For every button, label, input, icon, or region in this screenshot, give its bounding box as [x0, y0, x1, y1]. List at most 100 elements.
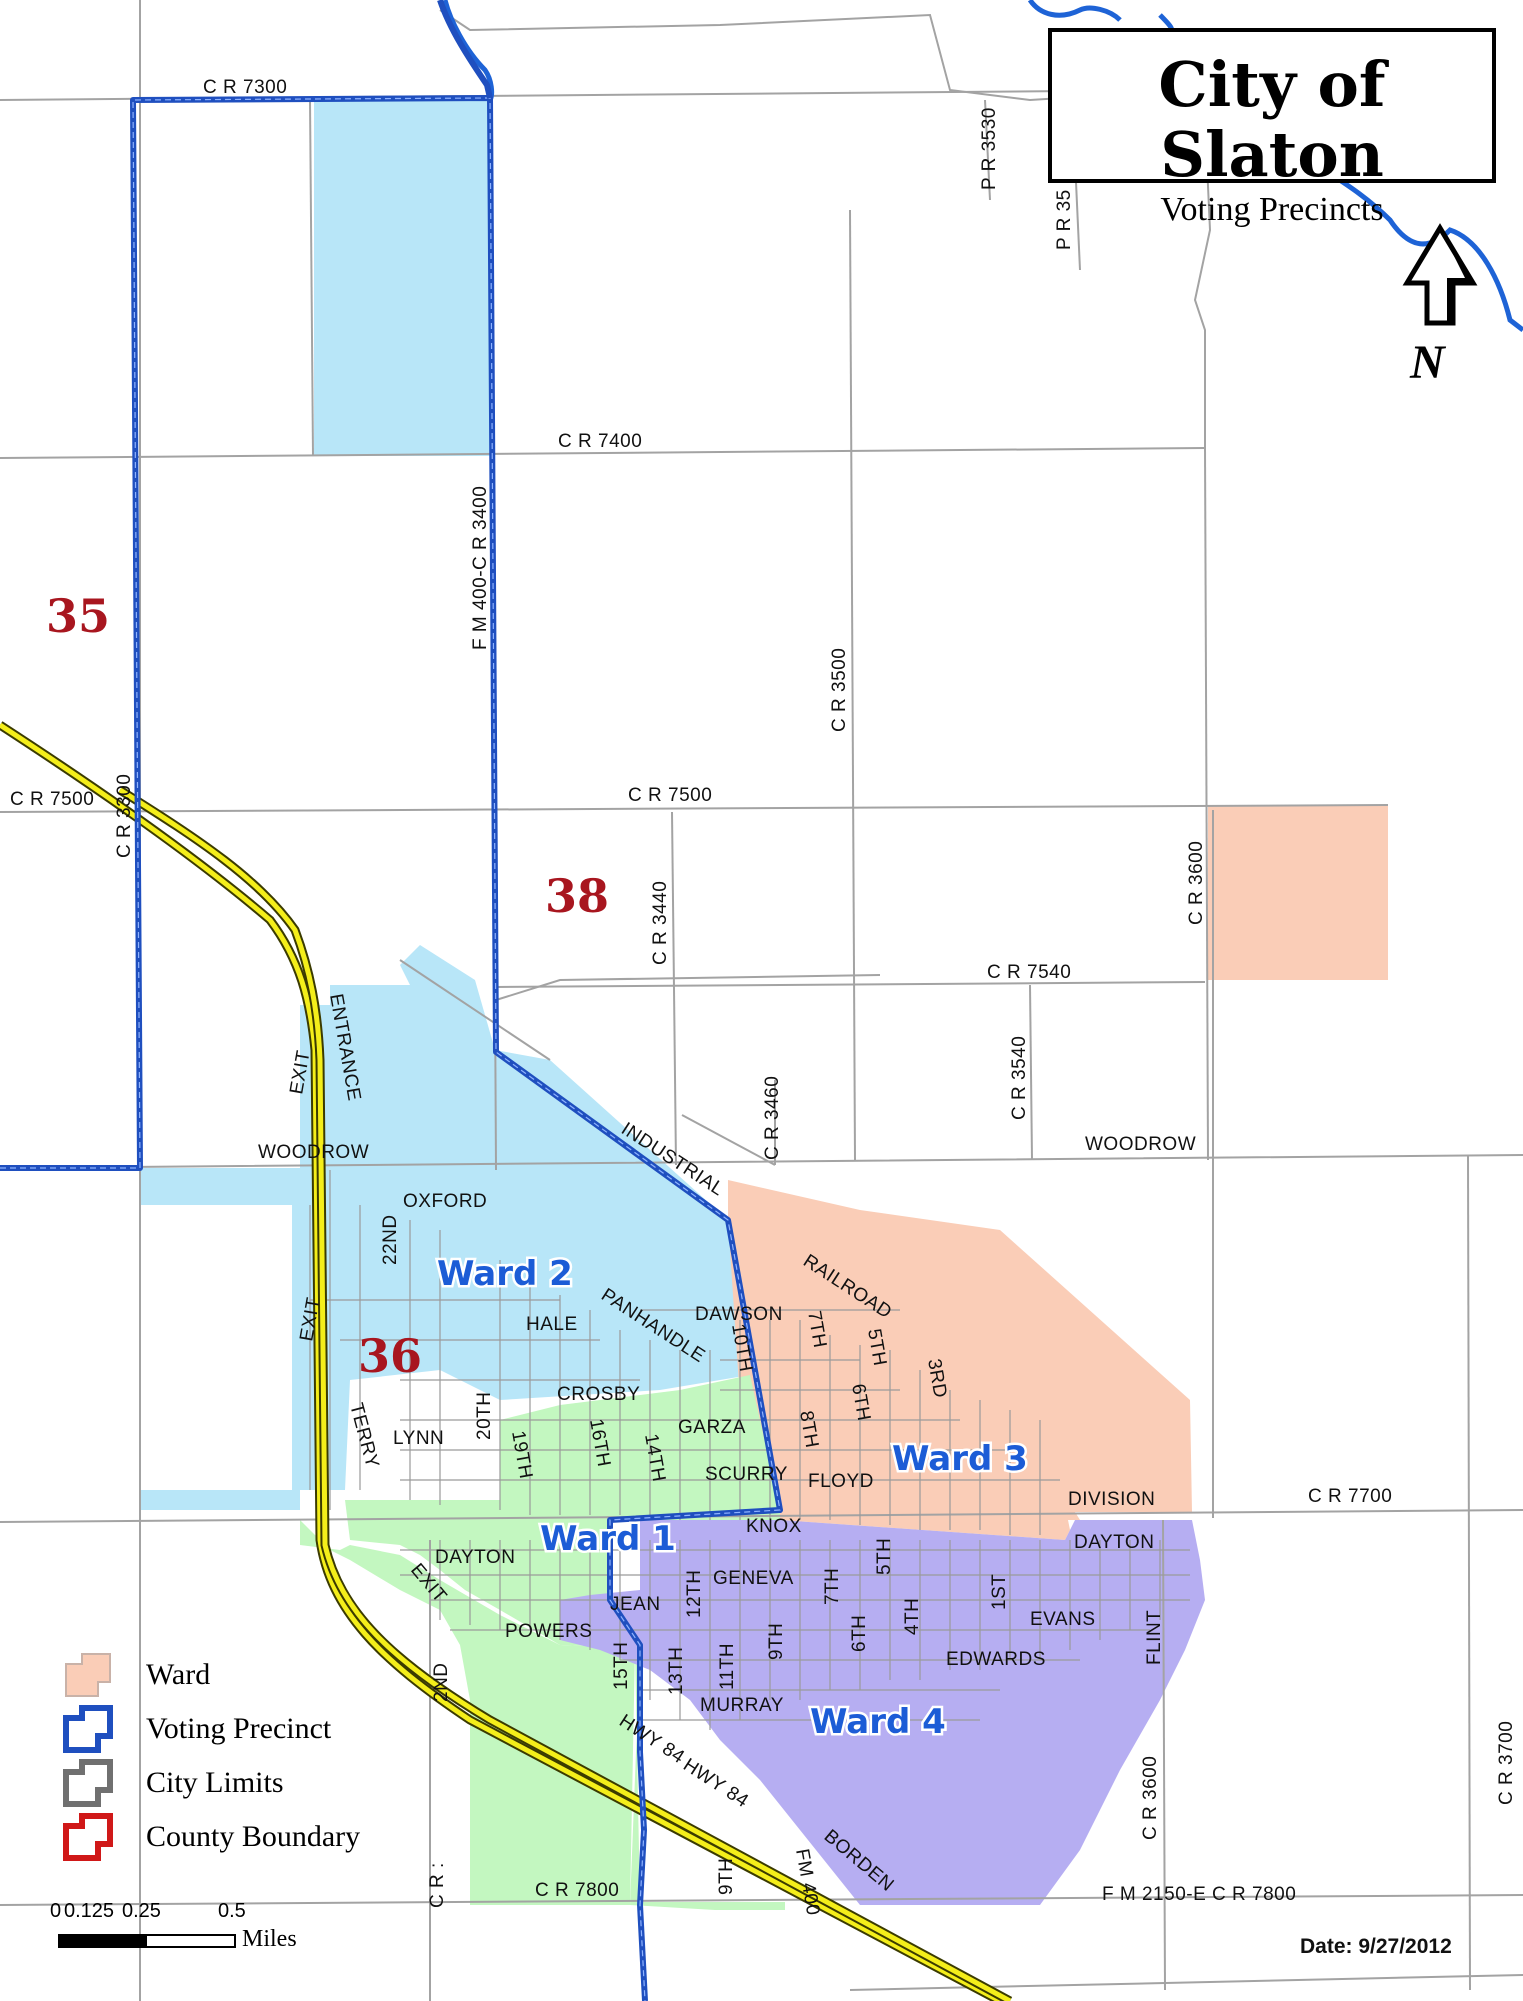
road-label: F M 400-C R 3400: [470, 486, 491, 650]
road-label: 15TH: [611, 1642, 632, 1690]
road-label: DAWSON: [695, 1304, 783, 1325]
road-label: DAYTON: [1074, 1532, 1154, 1553]
road-label: 1ST: [989, 1574, 1010, 1610]
city-limits-swatch-icon: [63, 1759, 113, 1807]
road-label: JEAN: [610, 1594, 661, 1615]
road-label: KNOX: [746, 1516, 802, 1537]
road-label: 7TH: [822, 1568, 843, 1605]
road-label: 9TH: [766, 1623, 787, 1660]
precinct-swatch-icon: [63, 1705, 113, 1753]
road-label: POWERS: [505, 1621, 592, 1642]
county-boundary-swatch-icon: [63, 1813, 113, 1861]
road-label: C R 3700: [1496, 1721, 1517, 1805]
highway-84: [0, 721, 1013, 2001]
map-legend: Ward Voting Precinct City Limits County …: [58, 1650, 418, 1866]
ward-swatch-icon: [65, 1653, 111, 1697]
scale-bar: 0 0.125 0.25 0.5 Miles: [50, 1900, 350, 1970]
street-grid: [309, 1170, 1190, 1730]
ward-labels: Ward 1 Ward 2 Ward 3 Ward 4: [435, 1252, 1031, 1745]
road-label: CROSBY: [557, 1384, 640, 1405]
ward-3-area-east: [1208, 806, 1388, 980]
road-label: HALE: [526, 1314, 578, 1335]
road-label: C R 7500: [628, 785, 712, 806]
road-label: TERRY: [345, 1401, 383, 1471]
road-label: C R 3540: [1009, 1036, 1030, 1120]
road-label: 13TH: [666, 1647, 687, 1695]
road-label: C R 3460: [762, 1076, 783, 1160]
legend-label: City Limits: [146, 1766, 284, 1799]
road-label: 5TH: [874, 1538, 895, 1575]
road-label: P R 35: [1054, 189, 1075, 250]
road-label: 20TH: [474, 1392, 495, 1440]
scale-tick: 0.25: [122, 1900, 161, 1922]
road-label: GARZA: [678, 1417, 746, 1438]
road-label: 11TH: [717, 1643, 738, 1690]
road-label: 9TH: [716, 1858, 737, 1895]
road-label: C R 7500: [10, 789, 94, 810]
road-label: C R 3300: [114, 774, 135, 858]
scale-units: Miles: [242, 1926, 297, 1952]
legend-item-city-limits: City Limits: [58, 1758, 418, 1812]
road-label: C R :: [427, 1862, 448, 1908]
road-label: C R 7700: [1308, 1486, 1392, 1507]
road-label: C R 3600: [1186, 841, 1207, 925]
ward-label-1: Ward 1: [540, 1519, 676, 1559]
road-label: C R 3440: [650, 881, 671, 965]
road-label: 12TH: [684, 1570, 705, 1618]
road-label: C R 3600: [1140, 1756, 1161, 1840]
precinct-number-38: 38: [545, 869, 609, 923]
map-title-box: City of Slaton Voting Precincts: [1048, 28, 1496, 228]
scale-tick: 0: [50, 1900, 62, 1922]
road-label: EVANS: [1030, 1609, 1096, 1630]
road-label: OXFORD: [403, 1191, 487, 1212]
road-label: C R 7300: [203, 77, 287, 98]
precinct-numbers: 35 36 38: [46, 589, 609, 1383]
road-label: WOODROW: [1085, 1134, 1196, 1155]
road-label: 6TH: [849, 1615, 870, 1652]
road-label: MURRAY: [700, 1695, 784, 1716]
legend-label: County Boundary: [146, 1820, 361, 1853]
road-label: LYNN: [393, 1428, 444, 1449]
ward-2-area-north: [314, 100, 490, 456]
ward-4-area: [560, 1520, 1205, 1905]
road-label: P R 3530: [979, 107, 1000, 190]
road-label: HWY 84: [679, 1755, 752, 1813]
ward-1-area: [345, 1375, 785, 1910]
ward-areas: [140, 100, 1388, 1910]
ward-1-area-south: [140, 1520, 635, 1905]
road-label: C R 7540: [987, 962, 1071, 983]
precinct-number-35: 35: [46, 589, 110, 643]
ward-label-3: Ward 3: [892, 1439, 1028, 1479]
road-label: FLOYD: [808, 1471, 874, 1492]
road-label: C R 7400: [558, 431, 642, 452]
scale-bar-graphic: [58, 1934, 236, 1948]
road-label: DIVISION: [1068, 1489, 1155, 1510]
road-label: 4TH: [902, 1598, 923, 1635]
road-label: EDWARDS: [946, 1649, 1046, 1670]
road-label: C R 7800: [535, 1880, 619, 1901]
legend-label: Ward: [146, 1658, 211, 1691]
road-label: C R 3500: [829, 648, 850, 732]
scale-tick: 0.125: [64, 1900, 115, 1922]
road-label: SCURRY: [705, 1464, 788, 1485]
legend-label: Voting Precinct: [146, 1712, 332, 1745]
legend-item-county-boundary: County Boundary: [58, 1812, 418, 1866]
legend-item-ward: Ward: [58, 1650, 418, 1704]
road-label: GENEVA: [713, 1568, 794, 1589]
road-label: F M 2150-E C R 7800: [1102, 1884, 1296, 1905]
map-subtitle: Voting Precincts: [1160, 191, 1384, 228]
road-label: FLINT: [1144, 1610, 1165, 1665]
legend-item-voting-precinct: Voting Precinct: [58, 1704, 418, 1758]
precinct-boundaries: [0, 0, 783, 2001]
map-title: City of Slaton: [1158, 48, 1386, 191]
map-date: Date: 9/27/2012: [1300, 1935, 1452, 1958]
scale-tick: 0.5: [218, 1900, 246, 1922]
road-label: 2ND: [431, 1662, 452, 1702]
road-label: DAYTON: [435, 1547, 515, 1568]
precinct-number-36: 36: [358, 1329, 422, 1383]
road-label: WOODROW: [258, 1142, 369, 1163]
road-label: 22ND: [380, 1214, 401, 1265]
